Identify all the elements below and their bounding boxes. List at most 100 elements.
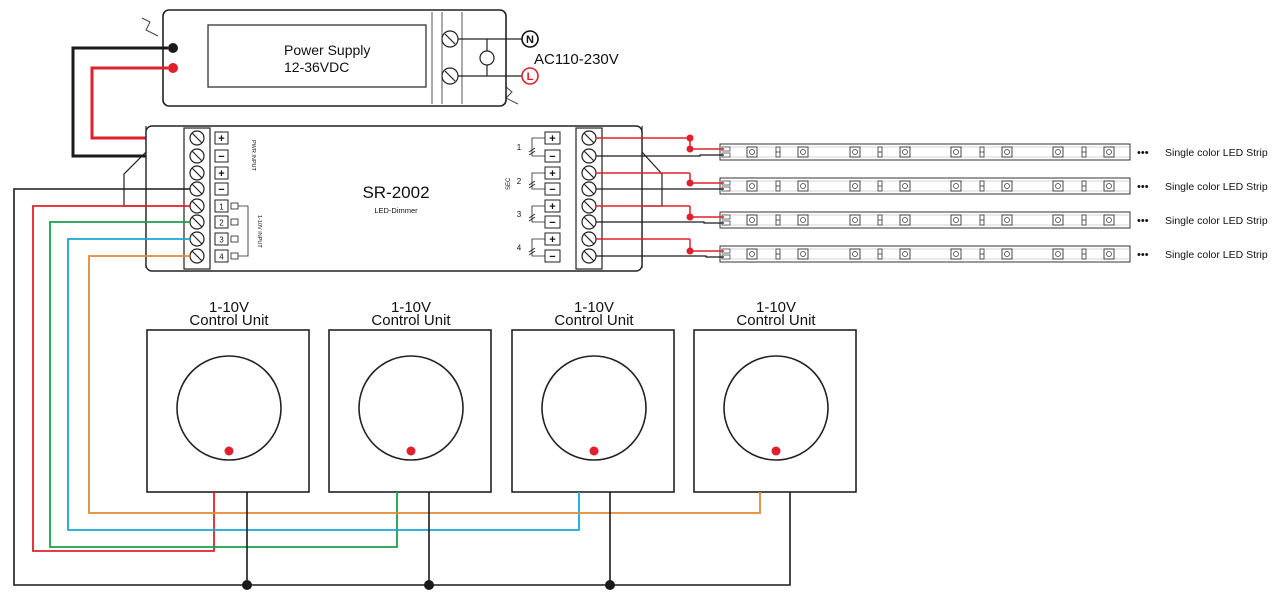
led-chip-icon [746,146,758,158]
line-symbol: L [527,71,534,83]
control-unit-title: 1-10V [391,299,431,316]
dc-negative-wire [71,46,198,158]
control-unit-title: 1-10V [756,299,796,316]
input-symbol-icon [230,235,239,243]
output-polarity-symbol: − [549,151,555,163]
channel-number: 2 [517,177,522,186]
led-chip-icon [1052,214,1064,226]
knob-indicator-icon [589,446,599,456]
junction-dot [605,580,615,590]
control-unit-subtitle: Control Unit [736,312,816,329]
input-bracket [238,205,249,257]
continuation-dots: ••• [1137,249,1149,261]
control-signal-wire [49,221,398,548]
terminal-polarity-symbol: + [218,168,224,180]
led-chip-icon [849,214,861,226]
dimmer-model: SR-2002 [362,183,429,202]
sec-label: SEC [506,177,512,190]
control-signal-wire [32,205,215,552]
dimmer-knob-icon [723,355,829,461]
output-negative-wire [596,154,724,157]
led-chip-icon [1052,248,1064,260]
led-strip-label: Single color LED Strip [1165,215,1268,227]
ac-voltage-label: AC110-230V [534,51,619,68]
led-chip-icon [1001,146,1013,158]
power-supply-title: Power Supply [284,42,370,58]
output-polarity-symbol: + [549,234,555,246]
wiring-group [13,134,791,590]
control-signal-wire [67,238,580,531]
output-polarity-symbol: + [549,168,555,180]
continuation-dots: ••• [1137,181,1149,193]
led-chip-icon [746,180,758,192]
input-terminal-number: 3 [219,236,224,245]
knob-indicator-icon [771,446,781,456]
knob-indicator-icon [224,446,234,456]
led-chip-icon [1001,180,1013,192]
strip-positive-wire [689,239,724,252]
terminal-mark-box [214,166,229,180]
strip-positive-wire [689,138,724,150]
power-supply-voltage: 12-36VDC [284,59,349,75]
neutral-terminal-icon: N [521,30,539,48]
control-unit-title: 1-10V [574,299,614,316]
junction-dot [686,145,694,153]
led-chip-icon [797,146,809,158]
led-chip-icon [899,146,911,158]
input-terminal-number: 4 [219,253,224,262]
led-chip-icon [1001,214,1013,226]
terminal-mark-box [214,182,229,196]
ground-bus-wire [13,188,791,586]
led-chip-icon [797,248,809,260]
channel-bracket [531,137,545,157]
led-symbol-icon [528,247,536,256]
junction-dot [242,580,252,590]
led-symbol-icon [528,213,536,222]
channel-bracket [531,205,545,223]
led-chip-icon [1103,180,1115,192]
input-terminal-box [214,249,229,263]
output-negative-wire [596,255,724,258]
led-chip-icon [1052,180,1064,192]
led-chip-icon [1103,146,1115,158]
line-terminal-icon: L [521,67,539,85]
control-signal-wire [88,255,761,514]
led-chip-icon [950,248,962,260]
led-strip: •••Single color LED Strip [719,143,1268,161]
led-chip-icon [1052,146,1064,158]
led-strip-group: ••• Single color LED Strip ••• Single color… [719,143,1268,263]
led-strip-body [719,177,1131,195]
terminal-polarity-symbol: − [218,184,224,196]
strip-positive-wire [689,173,724,184]
dimmer-knob-icon [358,355,464,461]
led-chip-icon [950,146,962,158]
led-strip-label: Single color LED Strip [1165,181,1268,193]
junction-dot [686,213,694,221]
dimmer-subtitle: LED-Dimmer [374,206,418,215]
led-strip-body [719,245,1131,263]
input-symbol-icon [230,218,239,226]
junction-dot [686,247,694,255]
control-unit-subtitle: Control Unit [189,312,269,329]
control-unit-subtitle: Control Unit [554,312,634,329]
dc-positive-wire [90,66,198,140]
continuation-dots: ••• [1137,215,1149,227]
led-chip-icon [899,248,911,260]
led-strip: ••• Single color LED Strip [719,177,1268,195]
power-supply: N L AC110-230V Power Supply 12-36VDC [141,9,619,107]
strip-positive-wire [689,206,724,218]
channel-bracket [531,172,545,190]
input-terminal-number: 2 [219,219,224,228]
input-terminal-box [214,199,229,213]
knob-indicator-icon [406,446,416,456]
output-polarity-symbol: − [549,184,555,196]
channel-number: 3 [517,210,522,219]
output-polarity-symbol: + [549,133,555,145]
input-110-label: 1-10V INPUT [256,215,262,248]
